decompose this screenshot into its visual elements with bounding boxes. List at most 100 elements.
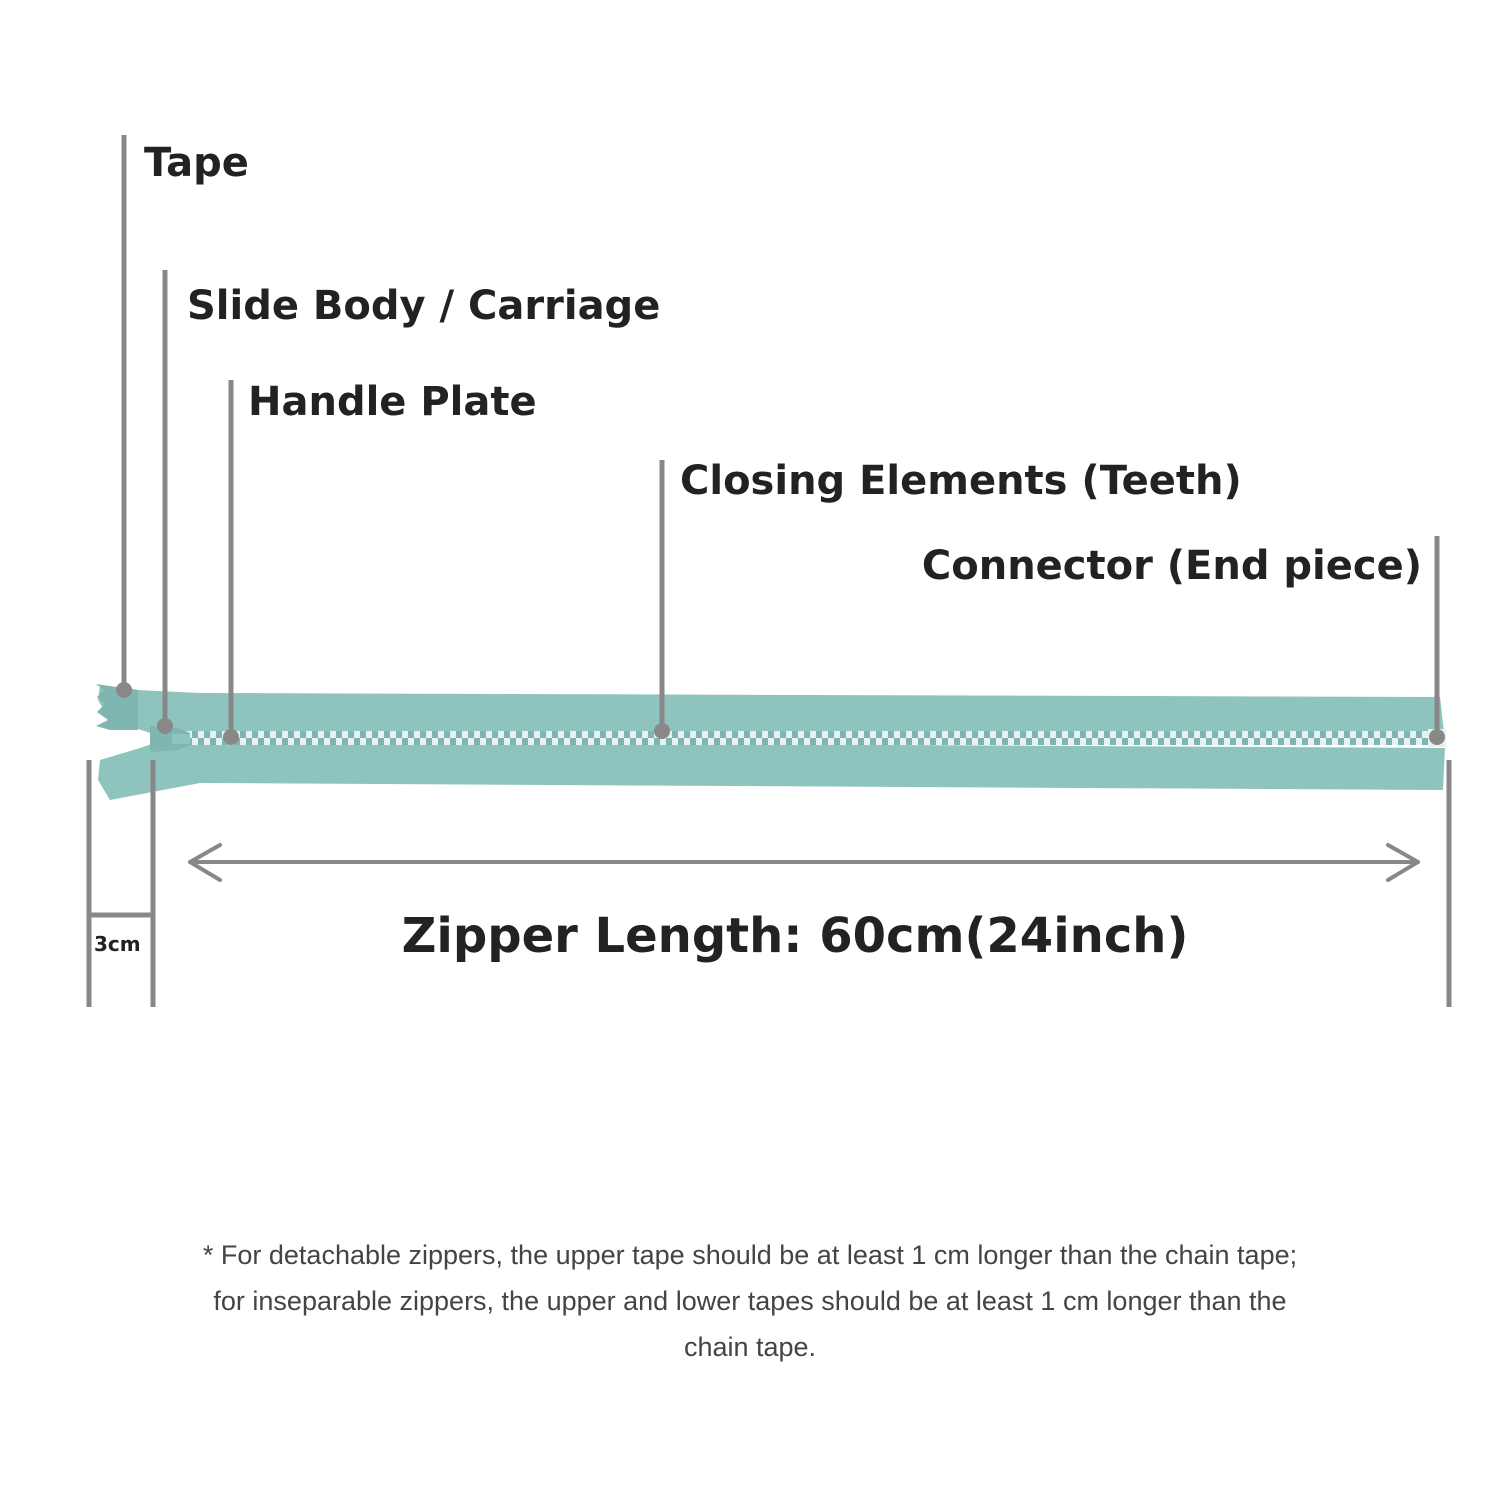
zipper-tooth (1248, 731, 1254, 738)
zipper-tooth (642, 738, 648, 745)
zipper-tooth (1044, 731, 1050, 738)
zipper-tooth (804, 731, 810, 738)
zipper-tooth (1356, 731, 1362, 738)
zipper-teeth (180, 731, 1428, 745)
zipper-tooth (1254, 738, 1260, 745)
zipper-tooth (1236, 731, 1242, 738)
footnote-line-1: * For detachable zippers, the upper tape… (202, 1240, 1298, 1270)
zipper-tooth (1116, 731, 1122, 738)
zipper-tape-top (98, 685, 1445, 741)
zipper-tooth (1308, 731, 1314, 738)
zipper-tooth (1344, 731, 1350, 738)
zipper-tooth (654, 738, 660, 745)
zipper-tooth (732, 731, 738, 738)
zipper-tooth (1338, 738, 1344, 745)
zipper-tooth (852, 731, 858, 738)
zipper-tooth (918, 738, 924, 745)
zipper-tooth (594, 738, 600, 745)
zipper-tooth (972, 731, 978, 738)
zipper-tooth (1260, 731, 1266, 738)
zipper-tooth (1278, 738, 1284, 745)
length-arrow-right-head (1386, 843, 1420, 882)
zipper-tooth (1026, 738, 1032, 745)
zipper-tooth (960, 731, 966, 738)
zipper-tooth (816, 731, 822, 738)
zipper-tooth (390, 738, 396, 745)
zipper-tooth (1302, 738, 1308, 745)
zipper-tooth (1158, 738, 1164, 745)
zipper-tooth (702, 738, 708, 745)
zipper-tooth (480, 731, 486, 738)
zipper-tooth (576, 731, 582, 738)
zipper-tooth (510, 738, 516, 745)
zipper-tooth (1152, 731, 1158, 738)
zipper-tooth (1032, 731, 1038, 738)
zipper-tooth (744, 731, 750, 738)
zipper-tooth (1176, 731, 1182, 738)
zipper-tooth (1314, 738, 1320, 745)
zipper-tooth (1080, 731, 1086, 738)
zipper-tooth (894, 738, 900, 745)
zipper-tooth (276, 731, 282, 738)
zipper-tooth (678, 738, 684, 745)
zipper-tooth (462, 738, 468, 745)
zipper-tooth (648, 731, 654, 738)
zipper-tooth (546, 738, 552, 745)
label-handle-plate: Handle Plate (248, 379, 537, 425)
zipper-tooth (1374, 738, 1380, 745)
footnote-line-2: for inseparable zippers, the upper and l… (213, 1286, 1287, 1316)
zipper-tooth (810, 738, 816, 745)
zipper-tooth (684, 731, 690, 738)
zipper-tooth (924, 731, 930, 738)
length-arrow-left-head (188, 843, 222, 882)
zipper-tooth (570, 738, 576, 745)
zipper-tooth (1296, 731, 1302, 738)
zipper-tooth (1050, 738, 1056, 745)
zipper-tooth (318, 738, 324, 745)
zipper-tooth (492, 731, 498, 738)
zipper-tooth (342, 738, 348, 745)
zipper-tooth (726, 738, 732, 745)
zipper-tooth (1098, 738, 1104, 745)
zipper-tooth (912, 731, 918, 738)
zipper-tooth (948, 731, 954, 738)
zipper-tooth (504, 731, 510, 738)
zipper-tooth (750, 738, 756, 745)
length-dimension-label: Zipper Length: 60cm(24inch) (0, 908, 1500, 964)
zipper-tooth (768, 731, 774, 738)
zipper-tooth (672, 731, 678, 738)
zipper-tooth (1164, 731, 1170, 738)
zipper-tooth (516, 731, 522, 738)
marker-dot-tape (116, 682, 132, 698)
zipper-tooth (786, 738, 792, 745)
zipper-tooth (264, 731, 270, 738)
zipper-tooth (1332, 731, 1338, 738)
zipper-tooth (456, 731, 462, 738)
zipper-tooth (282, 738, 288, 745)
zipper-tooth (906, 738, 912, 745)
zipper-tooth (954, 738, 960, 745)
zipper-tooth (1404, 731, 1410, 738)
zipper-tooth (630, 738, 636, 745)
zipper-tooth (798, 738, 804, 745)
zipper-tooth (1350, 738, 1356, 745)
zipper-tooth (366, 738, 372, 745)
zipper-tooth (582, 738, 588, 745)
handle-plate (172, 734, 190, 744)
zipper-tooth (1068, 731, 1074, 738)
zipper-tape-bottom (98, 741, 1445, 800)
zipper-tooth (1134, 738, 1140, 745)
zipper-tooth (936, 731, 942, 738)
zipper-tooth (588, 731, 594, 738)
zipper-tooth (942, 738, 948, 745)
zipper-tooth (828, 731, 834, 738)
zipper-tooth (606, 738, 612, 745)
zipper-tooth (564, 731, 570, 738)
marker-dot-slide-body (157, 718, 173, 734)
zipper-tooth (870, 738, 876, 745)
zipper-tooth (258, 738, 264, 745)
zipper-tooth (1104, 731, 1110, 738)
zipper-tooth (1182, 738, 1188, 745)
zipper-tooth (780, 731, 786, 738)
zipper-tooth (1140, 731, 1146, 738)
